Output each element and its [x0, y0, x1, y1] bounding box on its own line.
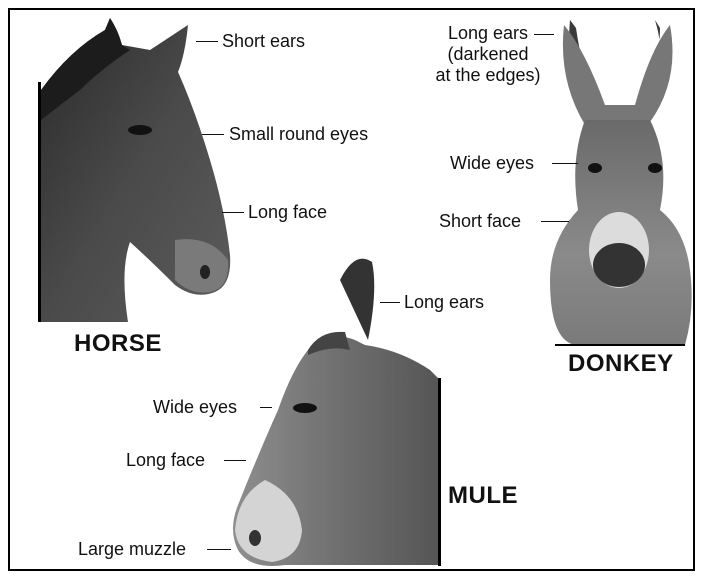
label-donkey-eyes: Wide eyes [450, 153, 534, 174]
leader-horse-face [222, 212, 244, 213]
label-donkey-ears-line3: at the edges) [428, 65, 548, 86]
label-horse-face: Long face [248, 202, 327, 223]
title-horse: HORSE [74, 330, 162, 358]
label-donkey-ears-line1: Long ears [428, 23, 548, 44]
leader-mule-ears [380, 302, 400, 303]
label-donkey-ears: Long ears (darkened at the edges) [428, 23, 548, 86]
title-mule: MULE [448, 482, 518, 510]
label-mule-ears: Long ears [404, 292, 484, 313]
diagram-frame: Short ears Small round eyes Long face HO… [8, 8, 695, 571]
mule-photo-edge [438, 378, 441, 566]
horse-photo-edge [38, 82, 41, 322]
animal-photos [10, 10, 693, 569]
leader-mule-face [224, 460, 246, 461]
label-horse-short-ears: Short ears [222, 31, 305, 52]
label-horse-eyes: Small round eyes [229, 124, 368, 145]
donkey-photo [550, 20, 692, 346]
leader-donkey-ears [534, 34, 554, 35]
leader-donkey-face [541, 221, 569, 222]
label-mule-muzzle: Large muzzle [78, 539, 186, 560]
leader-mule-eyes [260, 407, 272, 408]
leader-donkey-eyes [552, 163, 578, 164]
label-donkey-ears-line2: (darkened [428, 44, 548, 65]
leader-horse-eyes [202, 134, 224, 135]
label-donkey-face: Short face [439, 211, 521, 232]
donkey-photo-edge [555, 344, 685, 346]
leader-mule-muzzle [207, 549, 231, 550]
horse-photo [38, 18, 230, 322]
title-donkey: DONKEY [568, 350, 674, 378]
label-mule-eyes: Wide eyes [153, 397, 237, 418]
label-mule-face: Long face [126, 450, 205, 471]
leader-horse-ears [196, 41, 218, 42]
